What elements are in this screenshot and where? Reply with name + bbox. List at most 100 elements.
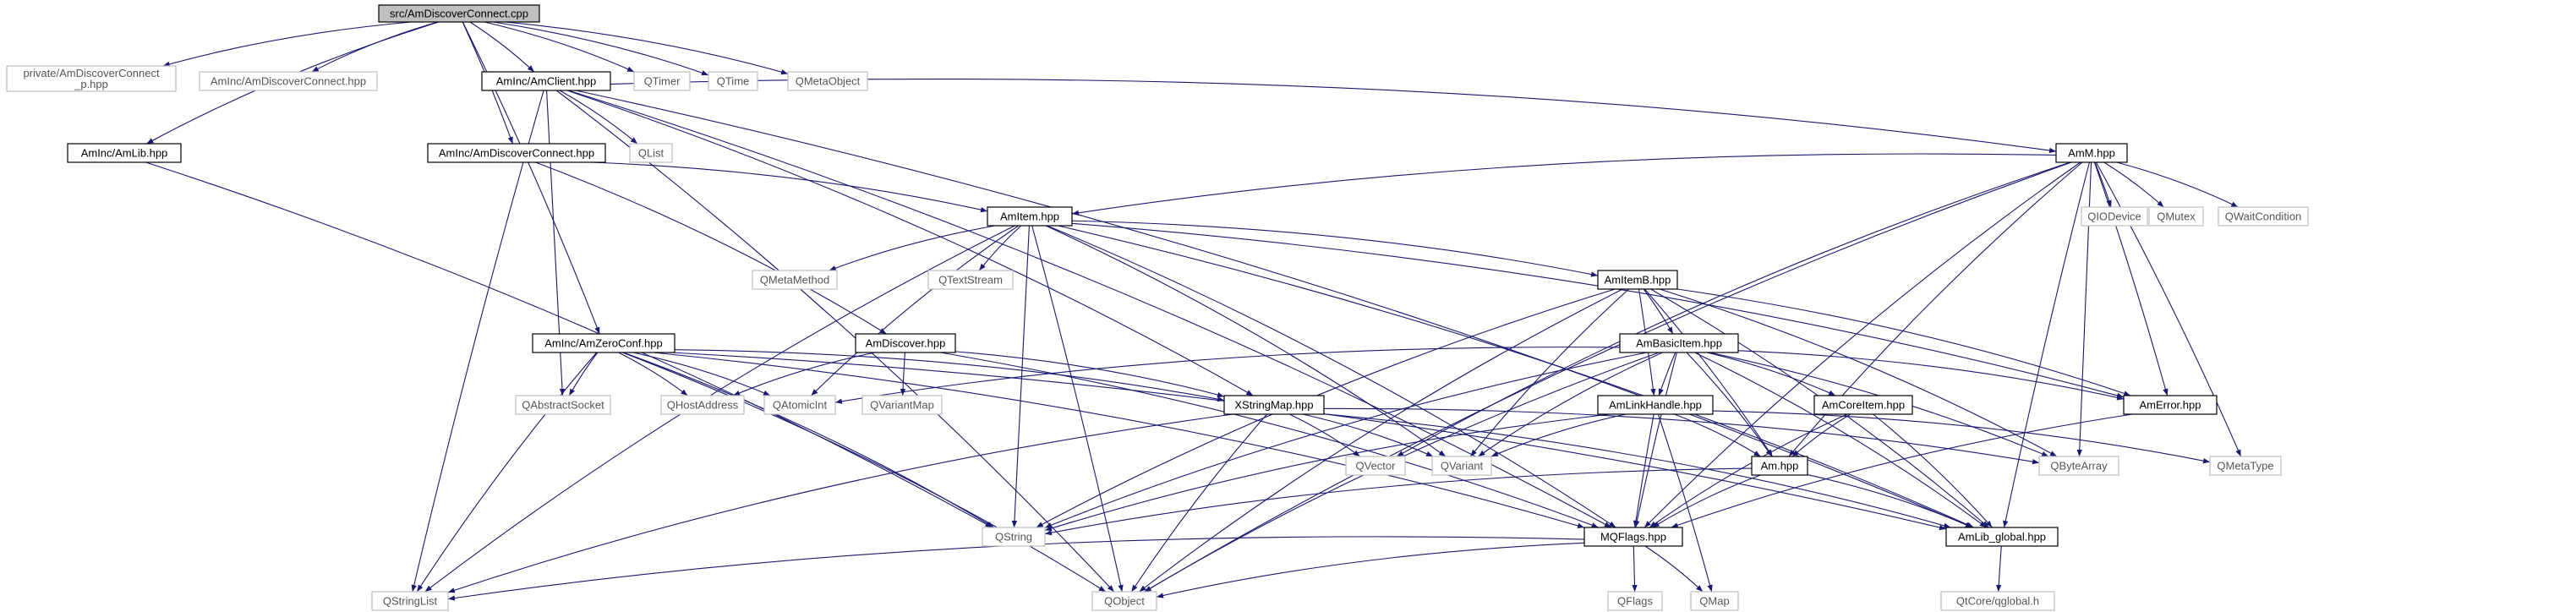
node-qflags: QFlags: [1607, 591, 1663, 611]
edge-ambasicitem-to-amlib-global: [1694, 352, 1987, 528]
edge-amlinkhandle-to-qvariant: [1490, 413, 1627, 457]
node-label: QString: [995, 531, 1032, 544]
node-qvector: QVector: [1345, 456, 1406, 476]
edge-amdiscover-to-xstringmap: [954, 351, 1225, 398]
edge-ambasicitem-to-qatomicint: [834, 347, 1621, 404]
edge-amitem-to-qmetamethod: [829, 225, 996, 271]
node-amlinkhandle[interactable]: AmLinkHandle.hpp: [1597, 395, 1714, 415]
edge-amclient-to-xstringmap: [566, 90, 1254, 396]
edge-amlinkhandle-to-qmap: [1657, 413, 1713, 593]
node-box: [1940, 591, 2055, 611]
node-label: QMetaType: [2217, 460, 2273, 473]
node-box: [1431, 456, 1492, 476]
node-label: AmM.hpp: [2068, 147, 2115, 160]
node-label: _p.hpp: [74, 78, 108, 90]
edge-amclient-to-qstringlist: [411, 90, 544, 593]
edge-amm-to-amitem: [1071, 153, 2057, 216]
node-box: [2209, 456, 2282, 476]
edge-xstringmap-to-qvector: [1289, 413, 1360, 457]
node-am[interactable]: Am.hpp: [1751, 456, 1808, 476]
node-amerror[interactable]: AmError.hpp: [2123, 395, 2218, 415]
edge-amcoreitem-to-am: [1791, 413, 1851, 457]
edge-amlinkhandle-to-qmetatype: [1712, 410, 2211, 464]
node-box: [982, 527, 1046, 547]
node-label: QTextStream: [938, 274, 1003, 287]
edge-amzeroconf-to-qstringlist: [416, 352, 598, 593]
node-qmetamethod: QMetaMethod: [752, 270, 838, 290]
edge-amcoreitem-to-amlib-global: [1873, 413, 1993, 528]
node-amlib-global[interactable]: AmLib_global.hpp: [1945, 527, 2059, 547]
node-amcoreitem[interactable]: AmCoreItem.hpp: [1813, 395, 1913, 415]
node-box: [2081, 206, 2148, 227]
node-label: QMetaObject: [796, 75, 861, 88]
node-qmetatype: QMetaType: [2209, 456, 2282, 476]
node-label: QByteArray: [2050, 460, 2108, 473]
node-label: AmError.hpp: [2140, 399, 2201, 412]
node-ambasicitem[interactable]: AmBasicItem.hpp: [1619, 333, 1739, 353]
edge-amdiscover-to-qhostaddress: [732, 352, 875, 396]
node-label: AmInc/AmDiscoverConnect.hpp: [211, 75, 366, 88]
edge-root-to-qtime: [493, 21, 709, 76]
node-amzeroconf[interactable]: AmInc/AmZeroConf.hpp: [532, 333, 675, 353]
node-amitem[interactable]: AmItem.hpp: [987, 206, 1073, 227]
edge-ambasicitem-to-mqflags: [1634, 352, 1677, 528]
node-box: [481, 71, 611, 91]
node-amitemb[interactable]: AmItemB.hpp: [1597, 270, 1678, 290]
node-xstringmap[interactable]: XStringMap.hpp: [1223, 395, 1325, 415]
edge-am-to-qstring: [1044, 467, 1753, 536]
node-qmap: QMap: [1690, 591, 1739, 611]
nodes-layer: src/AmDiscoverConnect.cppprivate/AmDisco…: [6, 4, 2309, 611]
node-box: [515, 395, 611, 415]
node-box: [2218, 206, 2309, 227]
edge-xstringmap-to-qvariant: [1302, 413, 1434, 457]
edge-amzeroconf-to-mqflags: [653, 352, 1585, 528]
node-box: [199, 71, 378, 91]
node-amdisc-mid[interactable]: AmInc/AmDiscoverConnect.hpp: [427, 143, 606, 163]
node-amlib[interactable]: AmInc/AmLib.hpp: [67, 143, 182, 163]
node-label: MQFlags.hpp: [1600, 531, 1666, 544]
node-box: [1597, 395, 1714, 415]
node-box: [67, 143, 182, 163]
node-label: AmInc/AmZeroConf.hpp: [544, 337, 662, 350]
node-box: [855, 333, 956, 353]
node-amclient[interactable]: AmInc/AmClient.hpp: [481, 71, 611, 91]
node-label: AmInc/AmClient.hpp: [496, 75, 597, 88]
edge-amitemb-to-ambasicitem: [1643, 288, 1674, 335]
node-label: QMutex: [2157, 210, 2196, 223]
node-box: [427, 143, 606, 163]
edge-amm-to-qobject: [1144, 161, 2072, 593]
node-amm[interactable]: AmM.hpp: [2055, 143, 2128, 163]
node-amdiscover[interactable]: AmDiscover.hpp: [855, 333, 956, 353]
edge-mqflags-to-qobject: [1156, 542, 1585, 598]
node-label: XStringMap.hpp: [1234, 399, 1313, 412]
node-qwaitcondition: QWaitCondition: [2218, 206, 2309, 227]
edge-amitemb-to-qvariant: [1469, 288, 1629, 457]
node-label: AmLib_global.hpp: [1958, 531, 2046, 544]
node-box: [752, 270, 838, 290]
node-box: [1607, 591, 1663, 611]
node-label: QVariantMap: [870, 399, 934, 412]
node-box: [2148, 206, 2204, 227]
node-label: QTime: [717, 75, 750, 88]
edge-ambasicitem-to-amcoreitem: [1706, 352, 1836, 396]
node-box: [660, 395, 745, 415]
edge-ambasicitem-to-am: [1686, 352, 1773, 457]
edge-amm-to-qiodevice: [2094, 161, 2112, 208]
edge-ambasicitem-to-qstring: [1044, 352, 1648, 528]
node-label: AmItem.hpp: [1000, 210, 1059, 223]
edges-layer: [145, 21, 2242, 601]
edge-amitem-to-qvariant: [1045, 225, 1447, 457]
edge-amlib-to-qstring: [145, 161, 993, 528]
edge-amdisc-mid-to-amdiscover: [535, 161, 887, 335]
edge-amitem-to-amitemb: [1071, 220, 1599, 277]
node-mqflags[interactable]: MQFlags.hpp: [1583, 527, 1683, 547]
edge-amitem-to-mqflags: [1047, 225, 1616, 528]
node-label: AmItemB.hpp: [1605, 274, 1671, 287]
edge-amerror-to-mqflags: [1671, 413, 2133, 528]
node-box: [1223, 395, 1325, 415]
node-label: QMetaMethod: [760, 274, 829, 287]
node-box: [378, 4, 540, 23]
node-box: [1583, 527, 1683, 547]
node-root[interactable]: src/AmDiscoverConnect.cpp: [378, 4, 540, 23]
node-box: [987, 206, 1073, 227]
